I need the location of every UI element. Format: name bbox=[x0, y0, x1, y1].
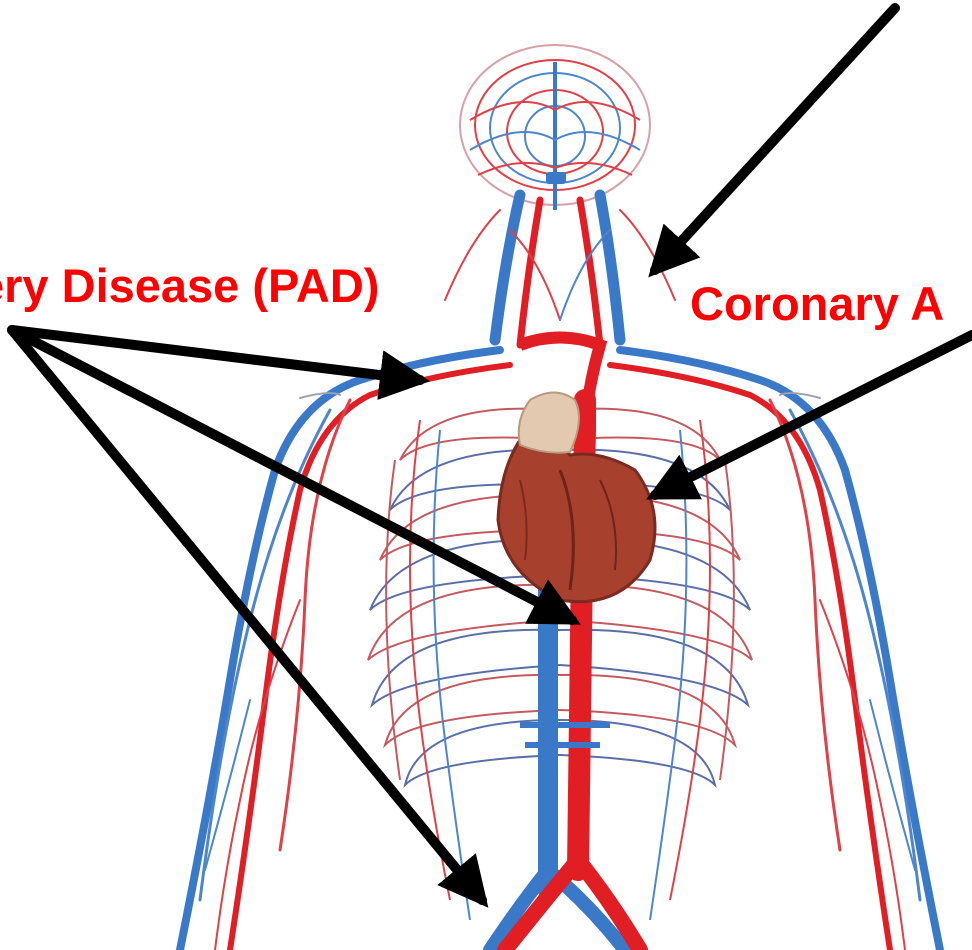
iliac-vessels bbox=[490, 860, 640, 950]
arrow-pad-to-aorta bbox=[12, 330, 572, 620]
heart bbox=[498, 393, 655, 602]
circulatory-illustration bbox=[180, 45, 940, 950]
arrow-pad-to-shoulder bbox=[12, 330, 420, 380]
renal-vessels bbox=[520, 725, 610, 745]
neck-vessels bbox=[445, 195, 675, 345]
cad-label: Coronary A bbox=[690, 280, 944, 327]
arrow-top-to-neck bbox=[655, 8, 895, 270]
brain-vessels bbox=[460, 45, 650, 210]
pad-label: ery Disease (PAD) bbox=[0, 262, 379, 309]
